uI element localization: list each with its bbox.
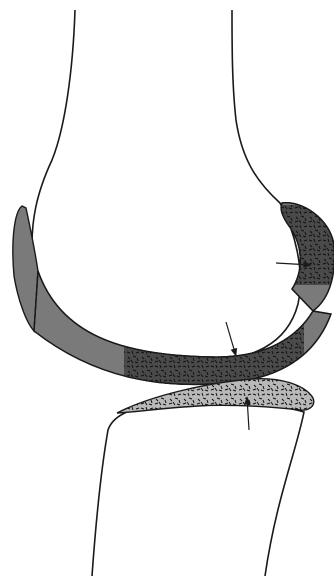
femur-bone (32, 10, 300, 360)
tibia-bone (92, 401, 304, 576)
